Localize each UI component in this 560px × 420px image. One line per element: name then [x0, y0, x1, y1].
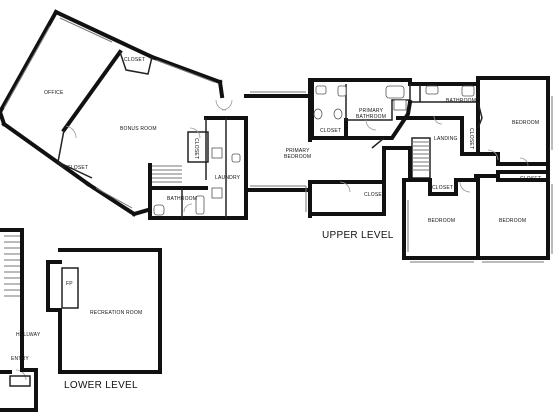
- lower-level-walls: [0, 228, 162, 412]
- room-label-bedroom-se: BEDROOM: [499, 218, 527, 224]
- level-label-upper: UPPER LEVEL: [322, 230, 394, 241]
- room-label-closet-hall: CLOSET: [364, 192, 386, 198]
- room-label-bedroom-mid: BEDROOM: [428, 218, 456, 224]
- room-label-fireplace: FP: [66, 281, 73, 287]
- room-label-bathroom-left: BATHROOM: [167, 196, 198, 202]
- room-label-bathroom-upper: BATHROOM: [446, 98, 477, 104]
- room-label-landing: LANDING: [434, 136, 458, 142]
- room-label-closet-e1: CLOSET: [520, 162, 542, 168]
- room-label-bonus-room: BONUS ROOM: [120, 126, 157, 132]
- room-label-closet-mid: CLOSET: [432, 185, 454, 191]
- room-label-bedroom-ne: BEDROOM: [512, 120, 540, 126]
- door-swings: [15, 99, 529, 381]
- room-label-office: OFFICE: [44, 90, 64, 96]
- room-label-primary-bathroom: PRIMARY BATHROOM: [356, 108, 387, 120]
- west-wing-walls: [0, 9, 248, 220]
- room-label-closet-primary: CLOSET: [320, 128, 342, 134]
- room-label-laundry: LAUNDRY: [215, 175, 241, 181]
- room-label-closet-landing: CLOSET: [468, 128, 474, 150]
- room-label-closet-office-bottom: CLOSET: [67, 165, 89, 171]
- east-wing-walls: [305, 76, 553, 263]
- plumbing-fixtures: [153, 85, 475, 216]
- room-label-primary-bedroom: PRIMARY BEDROOM: [284, 148, 312, 160]
- room-label-hallway: HALLWAY: [16, 332, 41, 338]
- room-label-closet-bonus: CLOSET: [193, 138, 199, 160]
- room-label-entry: ENTRY: [11, 356, 29, 362]
- room-label-closet-office-top: CLOSET: [124, 57, 146, 63]
- room-label-closet-e2: CLOSET: [520, 176, 542, 182]
- room-label-recreation-room: RECREATION ROOM: [90, 310, 143, 316]
- level-label-lower: LOWER LEVEL: [64, 380, 138, 391]
